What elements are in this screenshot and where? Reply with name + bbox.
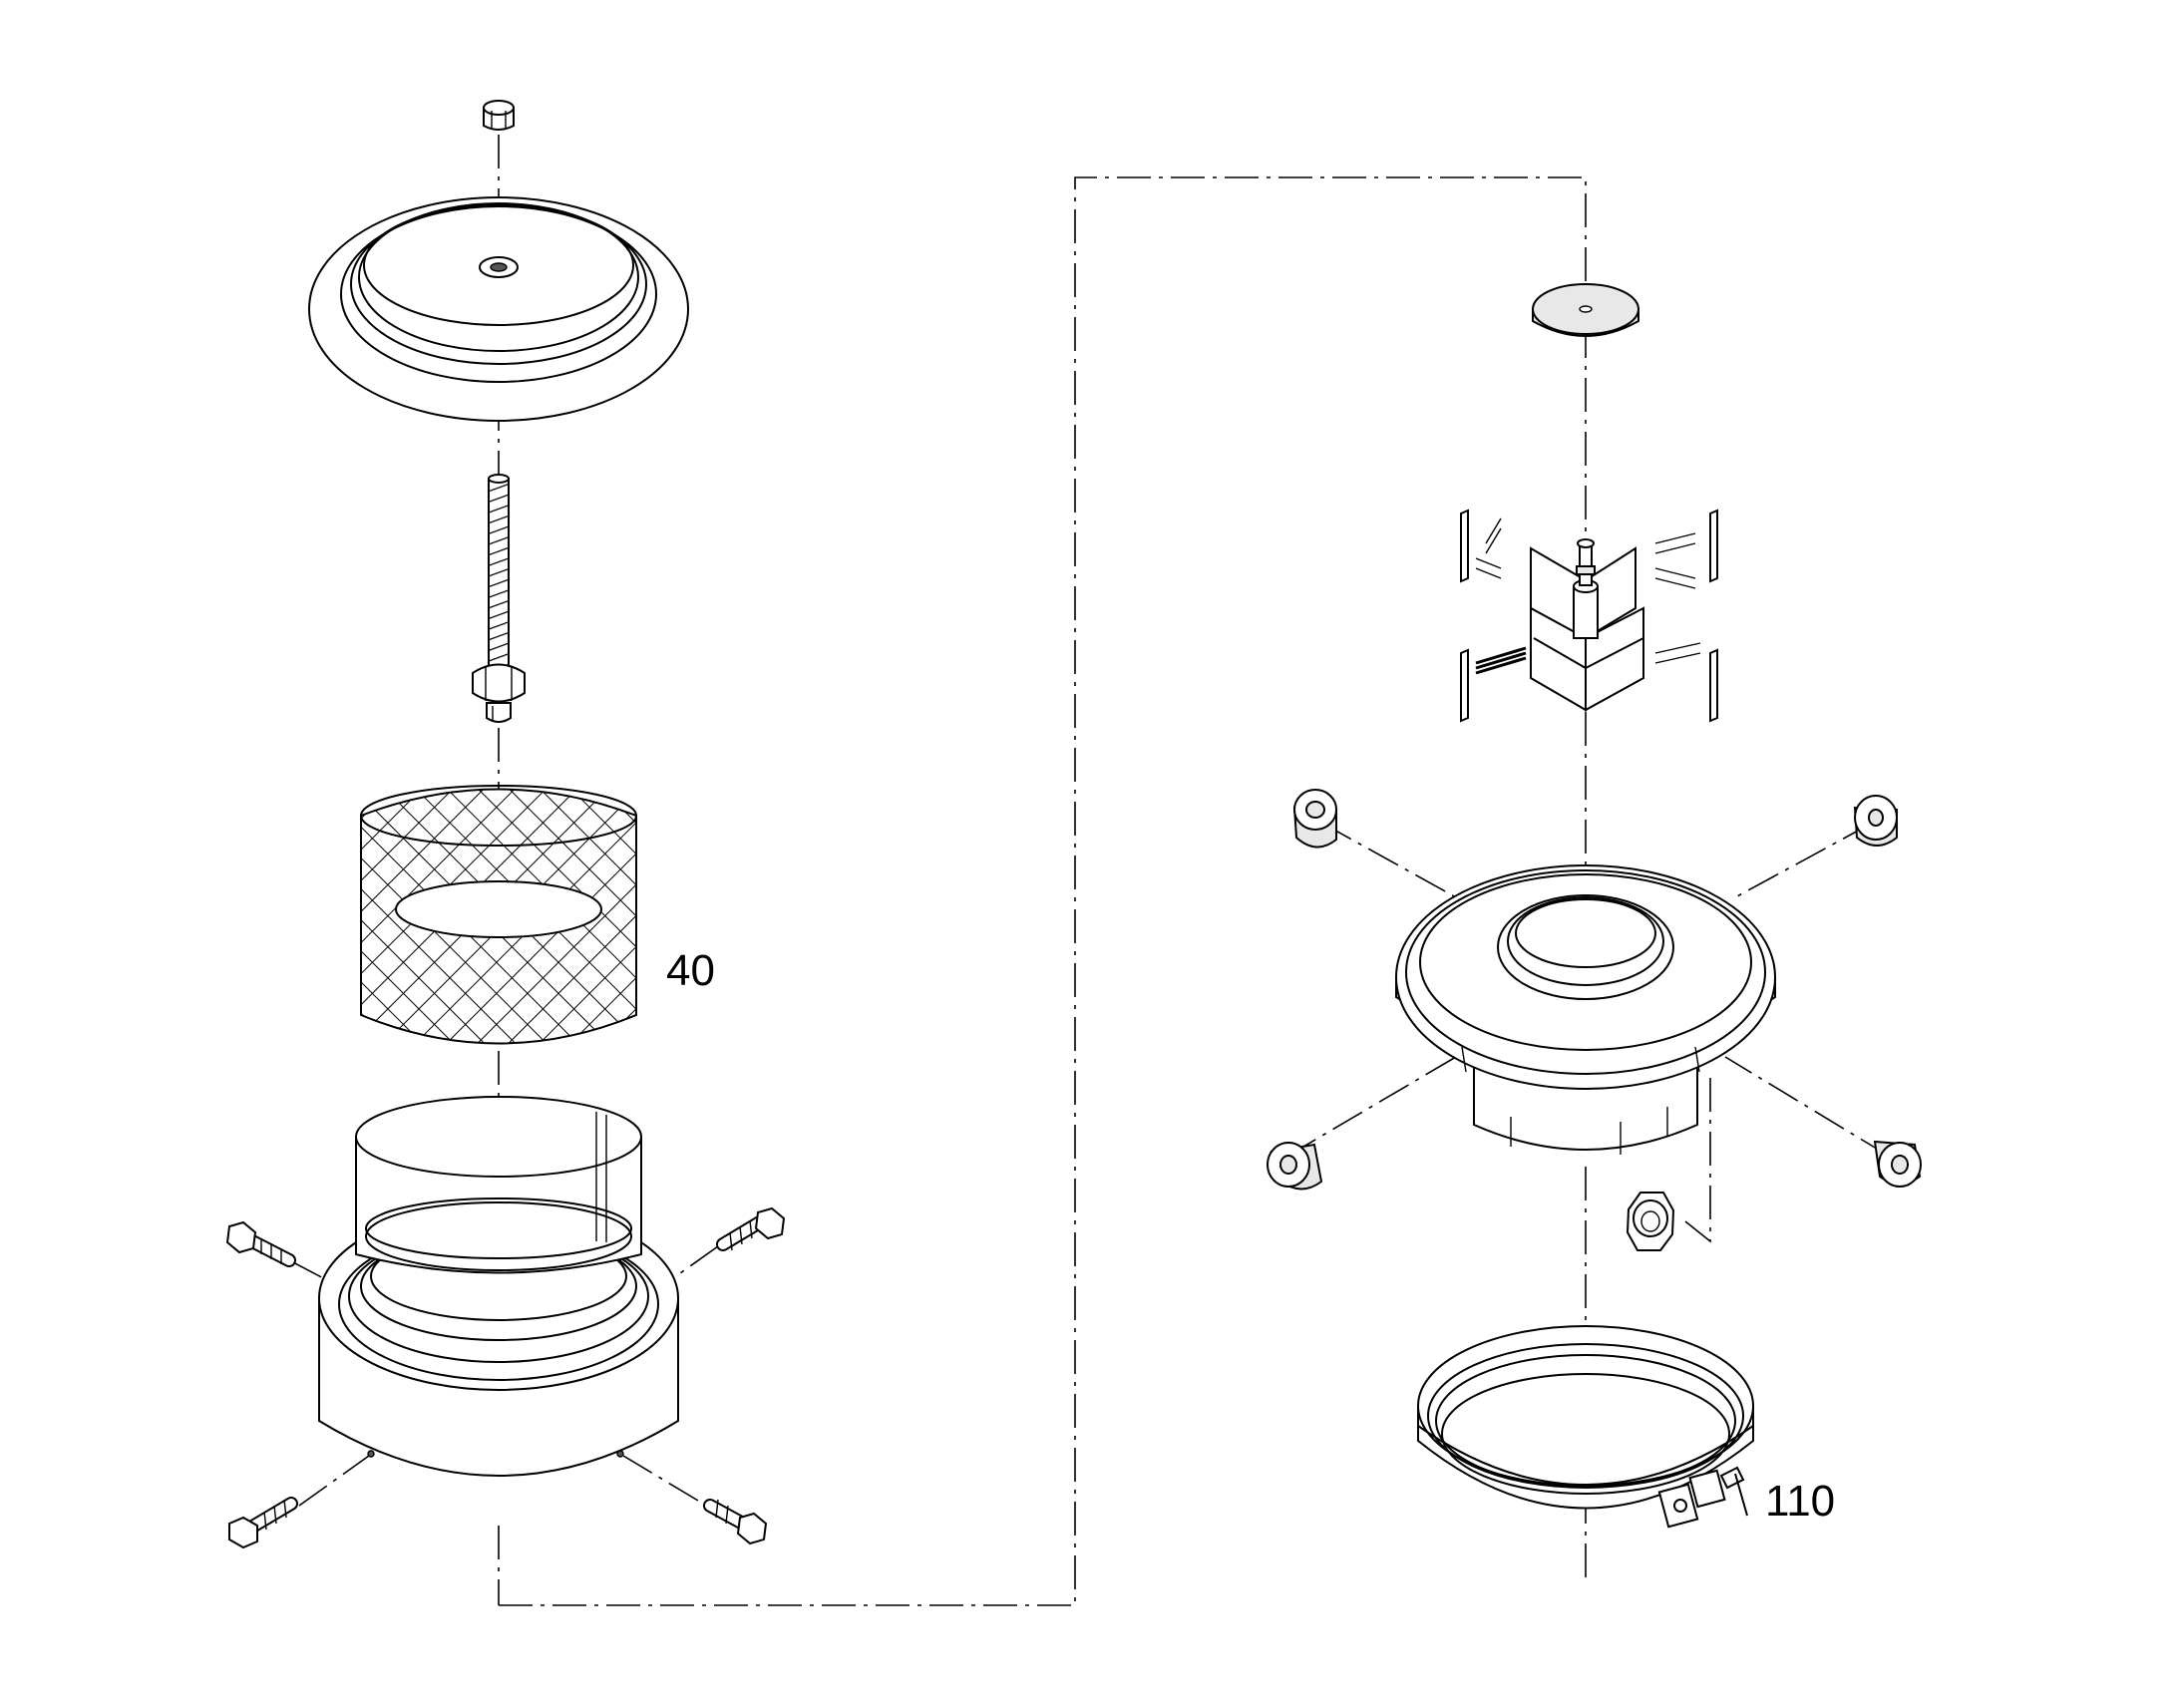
callout-screen: 40 (666, 946, 715, 995)
callout-clamp: 110 (1765, 1477, 1835, 1526)
band-clamp (1417, 1325, 1754, 1529)
bushing-top-right (1853, 795, 1898, 847)
hex-bolt-top-left (225, 1220, 296, 1267)
mounting-base (1395, 864, 1776, 1155)
mesh-screen (360, 785, 637, 1045)
hex-bolt-bottom-left (228, 1497, 298, 1549)
bushing-top-left (1292, 789, 1337, 849)
threaded-stud (472, 474, 526, 723)
hex-bolt-bottom-right (703, 1499, 768, 1545)
impeller-spider (1460, 509, 1718, 723)
hex-bolt-top-right (716, 1206, 786, 1251)
flat-washer (1532, 283, 1639, 337)
hex-nut (1626, 1192, 1675, 1251)
bushing-bottom-right (1873, 1140, 1922, 1188)
bushing-bottom-left (1267, 1142, 1323, 1191)
cap-nut (483, 100, 515, 131)
housing-body (318, 1096, 679, 1477)
cover-plate (308, 196, 689, 422)
